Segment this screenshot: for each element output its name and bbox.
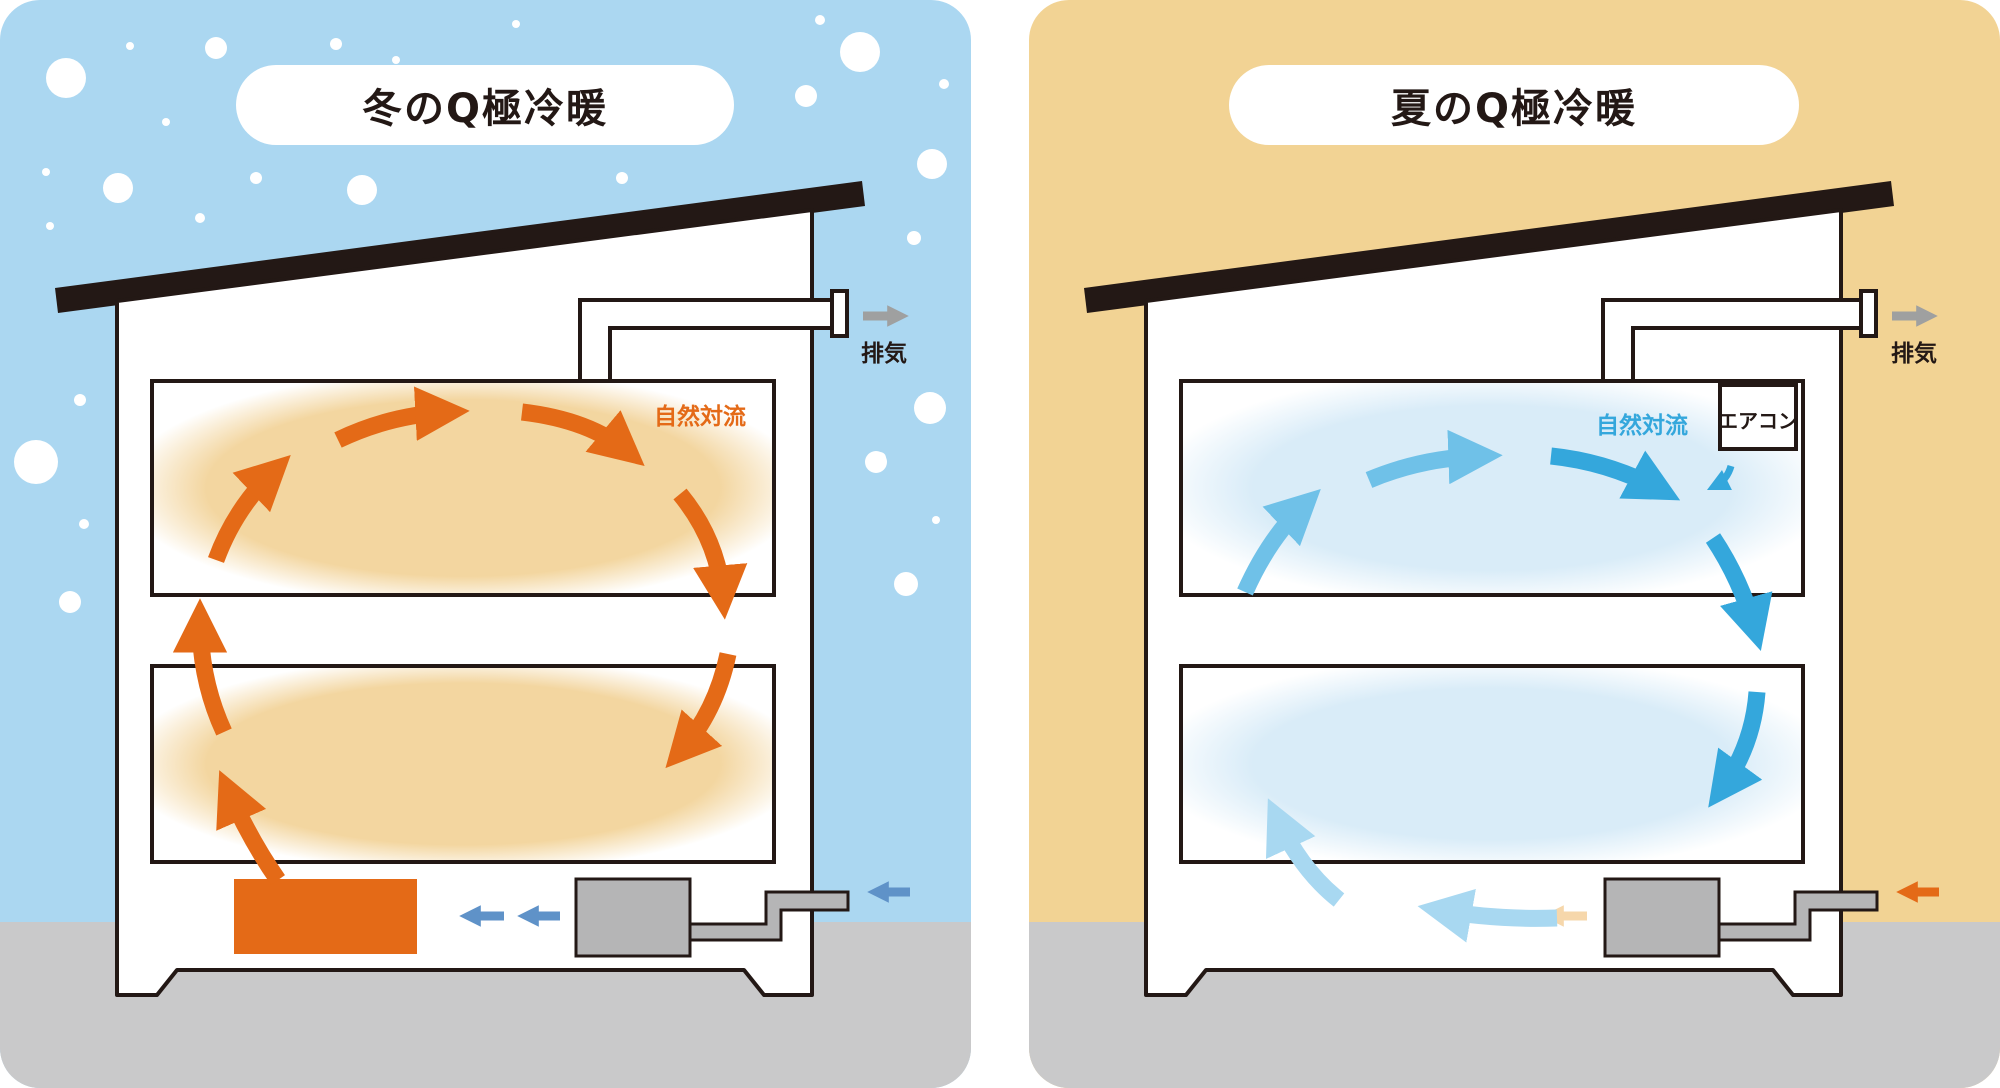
roof xyxy=(1084,181,1894,313)
intake-duct xyxy=(1717,890,1879,942)
loop-arrow-4 xyxy=(334,386,470,448)
summer-convection-label: 自然対流 xyxy=(1596,413,1688,439)
loop-arrow-1 xyxy=(1417,888,1558,943)
winter-convection-label: 自然対流 xyxy=(654,404,746,430)
loop-arrow-7 xyxy=(1708,691,1766,808)
summer-title: 夏のQ極冷暖 xyxy=(1229,65,1799,145)
upper-room xyxy=(1179,379,1805,597)
ac-outflow-arrow xyxy=(1706,464,1735,491)
air-conditioner: エアコン xyxy=(1718,383,1798,451)
loop-arrow-3 xyxy=(1237,489,1321,596)
loop-arrow-4 xyxy=(1365,429,1503,488)
loop-arrow-5 xyxy=(1550,447,1681,501)
exhaust-cap xyxy=(830,289,849,338)
loop-arrow-5 xyxy=(520,403,645,467)
winter-title: 冬のQ極冷暖 xyxy=(236,65,734,145)
intake-duct xyxy=(688,890,850,942)
ac-label: エアコン xyxy=(1718,409,1798,433)
loop-arrow-2 xyxy=(1265,798,1345,907)
loop-arrow-3 xyxy=(208,455,291,563)
winter-scene xyxy=(0,0,971,1088)
convection-arrows xyxy=(1237,429,1773,943)
winter-exhaust-label: 排気 xyxy=(861,341,907,367)
lower-room xyxy=(1179,664,1805,864)
loop-arrow-1 xyxy=(216,770,285,885)
winter-panel: 冬のQ極冷暖 排気 自然対流 xyxy=(0,0,971,1088)
snowflake-dots xyxy=(14,15,949,613)
ventilation-unit xyxy=(574,877,692,958)
convection-arrows xyxy=(172,386,748,885)
loop-arrow-2 xyxy=(172,598,232,736)
exhaust-cap xyxy=(1859,289,1878,338)
summer-exhaust-label: 排気 xyxy=(1891,341,1937,367)
summer-panel: 夏のQ極冷暖 排気 自然対流 エアコン xyxy=(1029,0,2000,1088)
roof xyxy=(55,181,865,313)
loop-arrow-7 xyxy=(665,652,737,769)
loop-arrow-6 xyxy=(1705,533,1773,651)
ventilation-unit xyxy=(1603,877,1721,958)
loop-arrow-6 xyxy=(673,488,748,620)
heater-block xyxy=(234,879,417,954)
summer-scene xyxy=(1029,0,2000,1088)
